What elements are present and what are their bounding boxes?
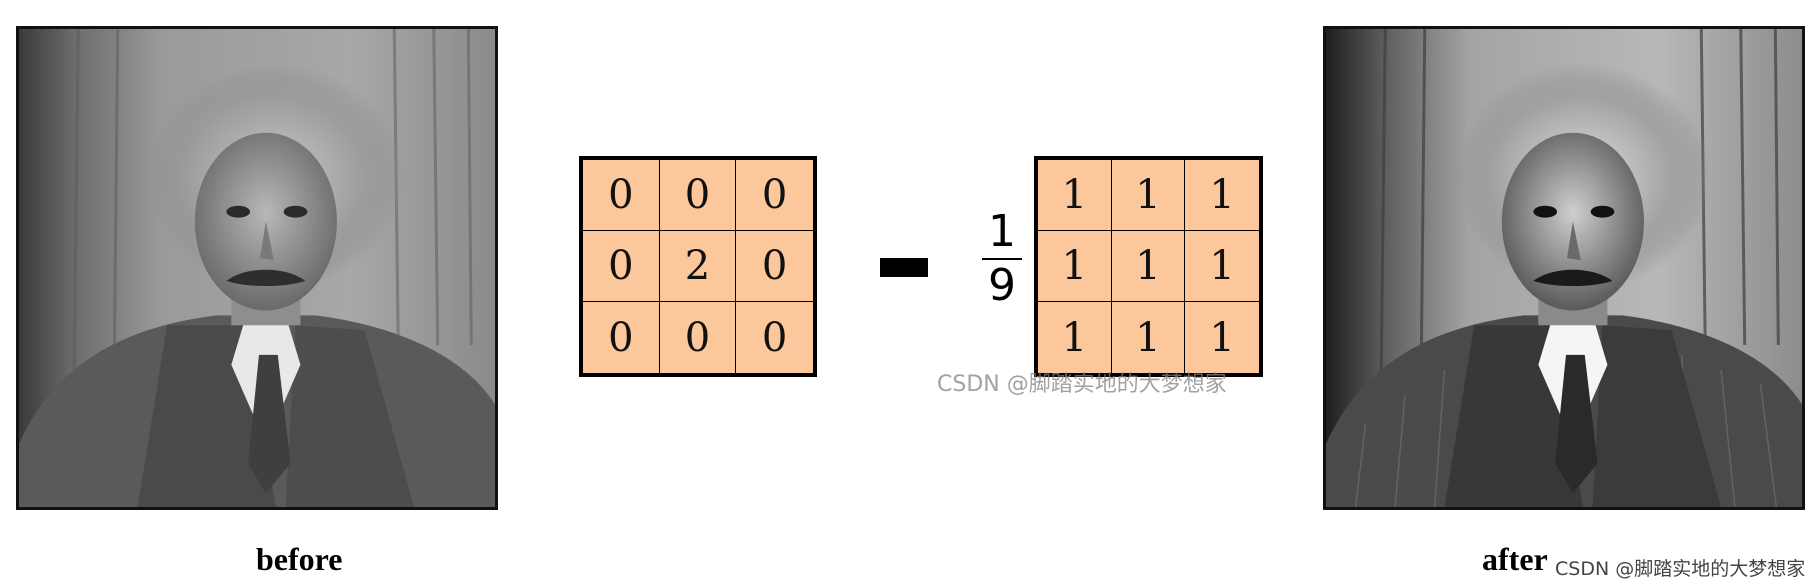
after-photo — [1323, 26, 1805, 510]
matrix-cell: 0 — [583, 302, 660, 373]
matrix-cell: 0 — [660, 302, 737, 373]
matrix-cell: 0 — [583, 231, 660, 302]
matrix-cell: 0 — [736, 160, 813, 231]
fraction-one-ninth: 1 9 — [980, 208, 1024, 310]
box-blur-kernel-matrix: 1 1 1 1 1 1 1 1 1 — [1034, 156, 1263, 377]
matrix-cell: 1 — [1111, 231, 1186, 302]
matrix-cell: 0 — [761, 314, 788, 361]
after-caption: after — [1482, 541, 1548, 577]
watermark-middle: CSDN @脚踏实地的大梦想家 — [937, 372, 1227, 397]
matrix-cell: 2 — [659, 231, 737, 302]
fraction-numerator: 1 — [988, 206, 1016, 257]
fraction-denominator: 9 — [988, 260, 1016, 311]
minus-operator — [880, 258, 928, 277]
matrix-cell: 0 — [659, 160, 737, 231]
fraction-bar — [982, 258, 1022, 260]
matrix-cell: 1 — [1112, 302, 1186, 373]
matrix-cell: 1 — [1209, 314, 1235, 361]
matrix-cell: 1 — [1185, 231, 1259, 302]
before-photo — [16, 26, 498, 510]
matrix-cell: 1 — [1038, 302, 1112, 373]
matrix-cell: 1 — [1111, 160, 1186, 231]
portrait-image — [19, 29, 495, 507]
matrix-cell: 1 — [1038, 160, 1112, 231]
sharpened-portrait-image — [1326, 29, 1802, 507]
matrix-cell: 1 — [1038, 231, 1112, 302]
matrix-cell: 0 — [736, 231, 813, 302]
matrix-cell: 1 — [1185, 160, 1259, 231]
matrix-cell: 0 — [583, 160, 660, 231]
before-caption: before — [256, 541, 343, 577]
watermark-corner: CSDN @脚踏实地的大梦想家 — [1555, 554, 1806, 581]
identity-kernel-matrix: 0 0 0 0 2 0 0 0 0 — [579, 156, 817, 377]
